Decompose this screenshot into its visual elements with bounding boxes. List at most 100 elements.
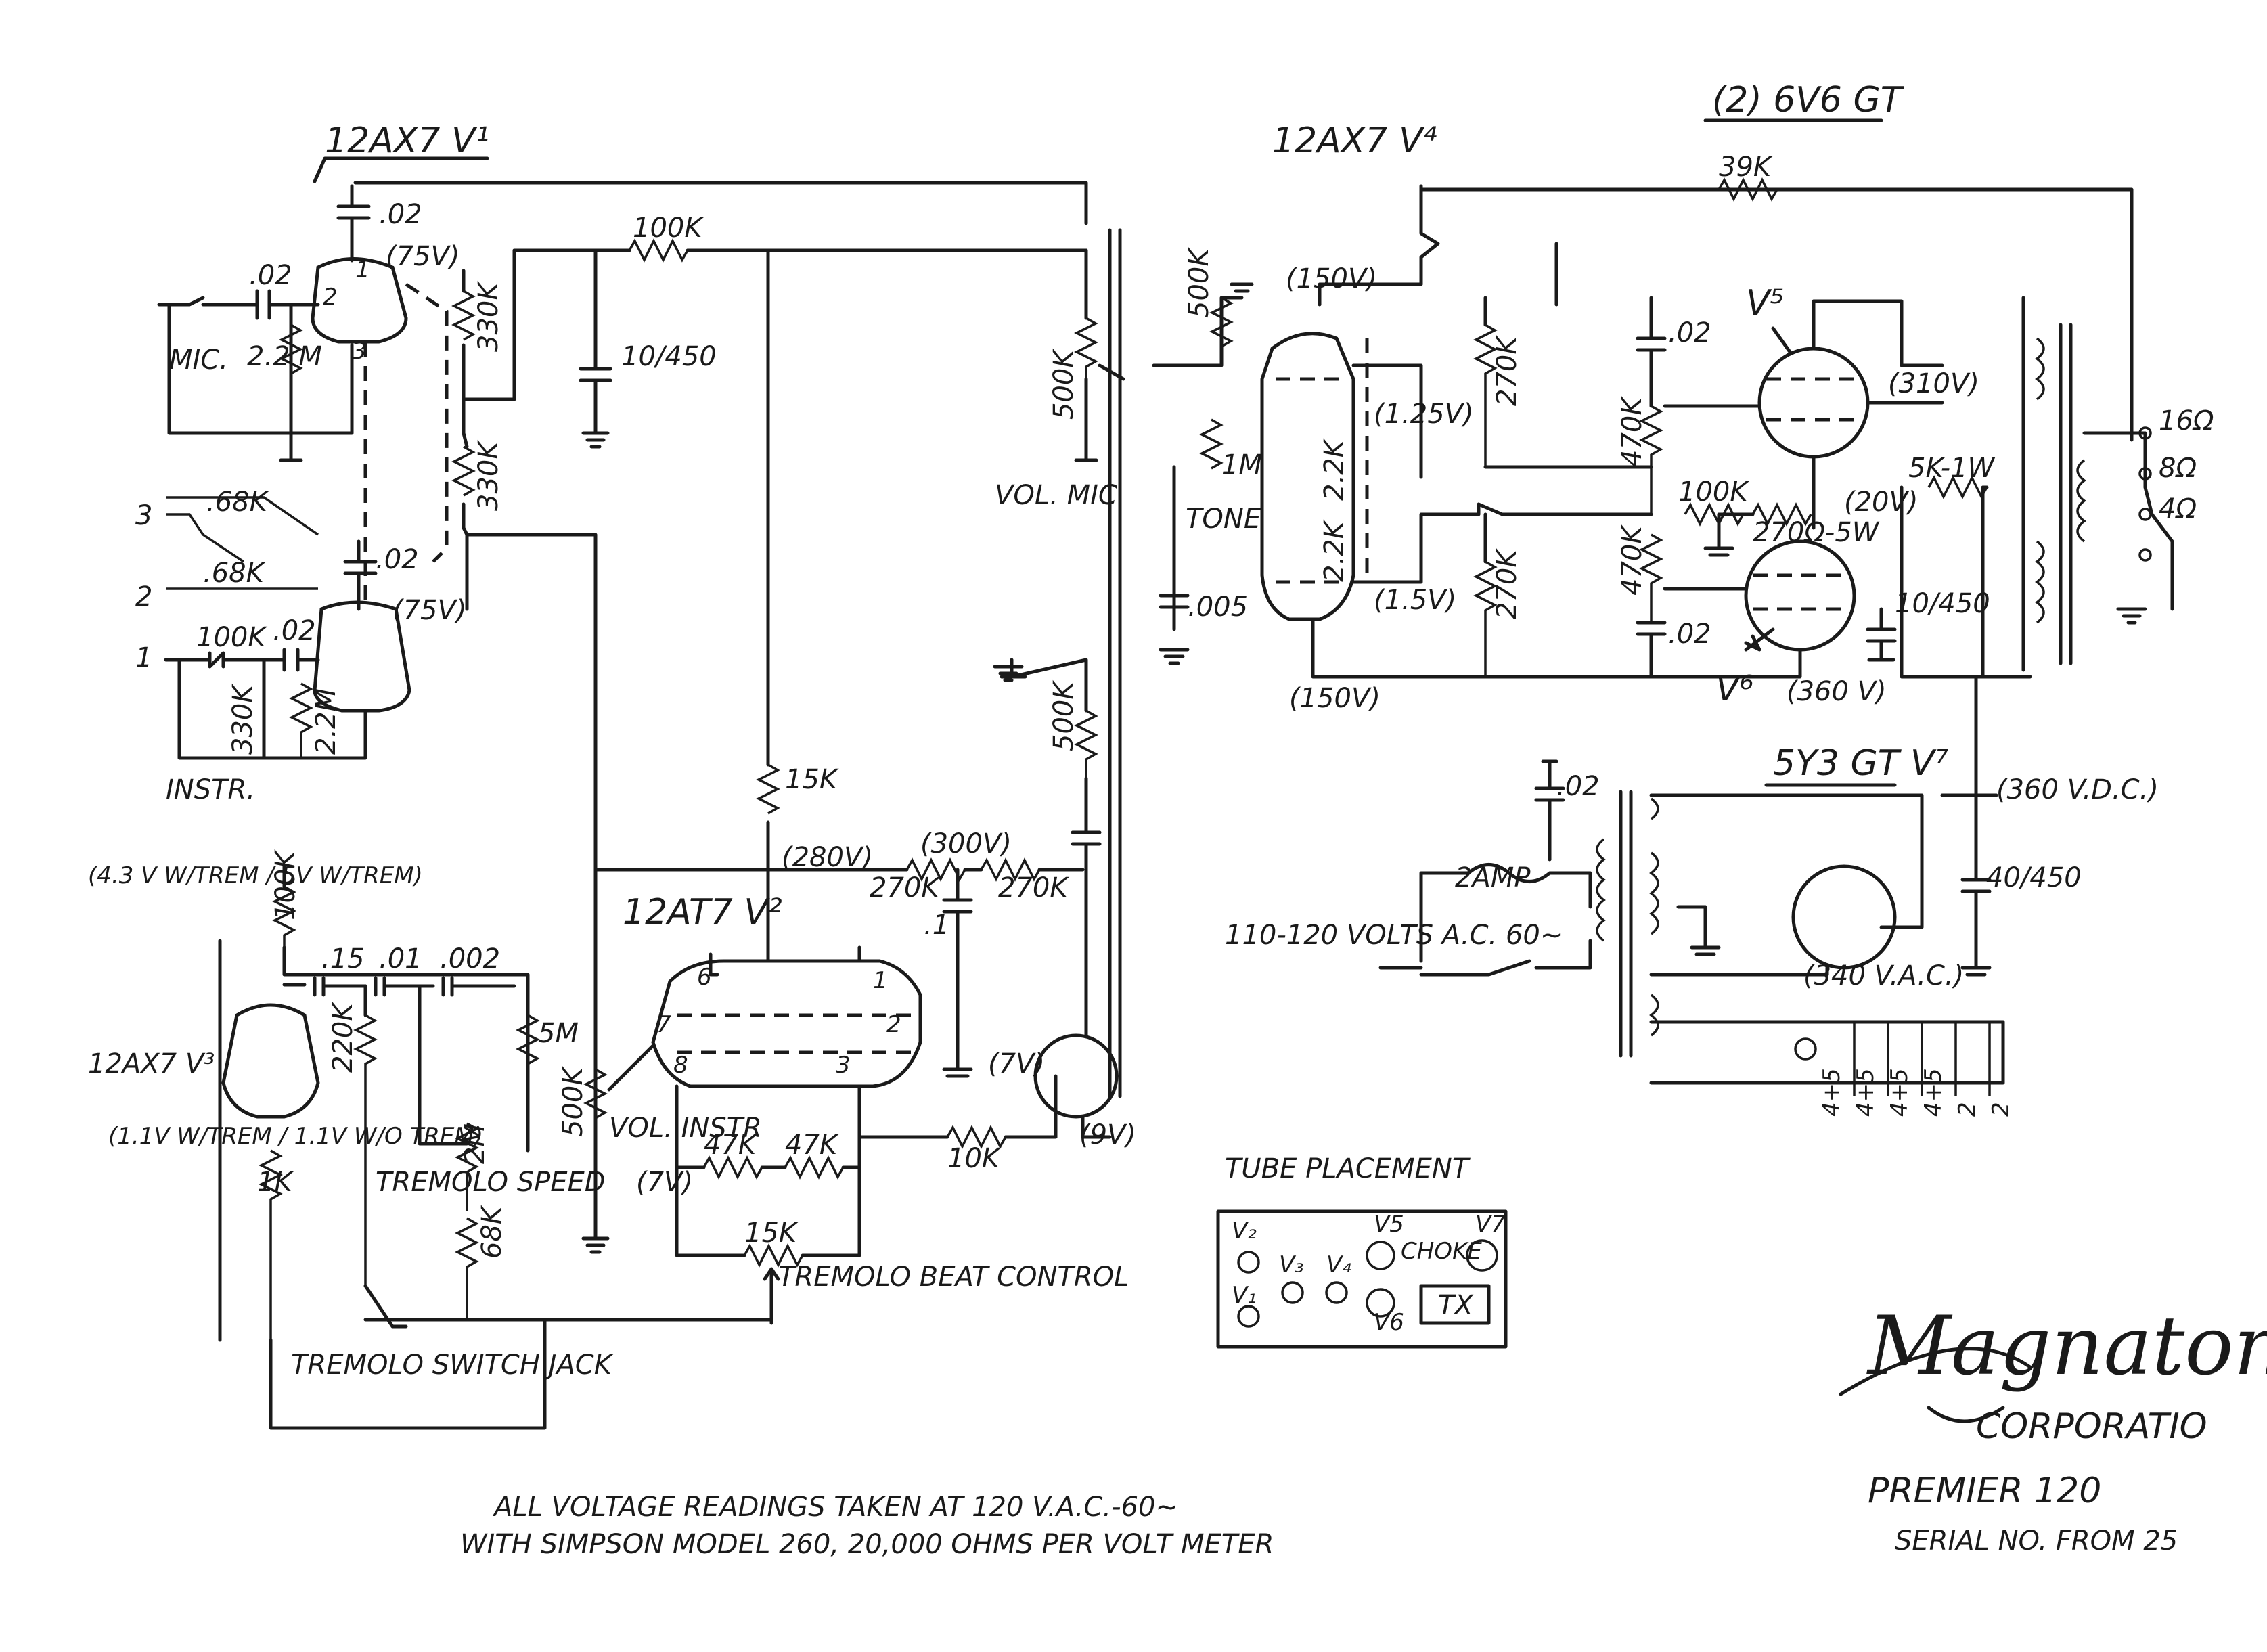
volt-20v: (20V) (1844, 487, 1918, 518)
cap-1: .1 (924, 910, 949, 941)
cap-02-pwr: .02 (1556, 771, 1600, 802)
trem-speed-label: TREMOLO SPEED (376, 1167, 606, 1198)
res-500k-tone-top: 500K (1184, 247, 1215, 318)
trem-jack-label: TREMOLO SWITCH JACK (291, 1349, 614, 1381)
pin-2b-label: 2 (886, 1011, 901, 1038)
heater-4: 4+5 (1920, 1068, 1947, 1117)
pot-500k-vol: 500K (1048, 349, 1079, 420)
trem-voltage-top: (4.3 V W/TREM / 5V W/TREM) (88, 862, 423, 889)
res-47k-a: 47K (704, 1130, 758, 1161)
volt-7v: (7V) (636, 1167, 693, 1198)
placement-v2: V₂ (1232, 1218, 1257, 1245)
power-xfmr-core (1619, 790, 1633, 1058)
volt-280v: (280V) (782, 842, 873, 873)
cap-10-450b: 10/450 (1895, 588, 1990, 619)
vol-mic-label: VOL. MIC (995, 480, 1117, 511)
tube-label-v5: V⁵ (1746, 283, 1784, 323)
spk-4-ohm: 4Ω (2159, 493, 2197, 524)
res-270k-b: 270K (998, 872, 1069, 903)
tone-label: TONE (1186, 504, 1261, 535)
signature-logo: Magnatone (1866, 1299, 2267, 1393)
cap-10-450: 10/450 (621, 341, 717, 372)
res-100k-trem: 100K (270, 849, 301, 920)
res-330k-a: 330K (473, 281, 504, 352)
cap-02-mic: .02 (249, 260, 292, 291)
tube-placement: TUBE PLACEMENT V₂ V₃ V₄ V₁ V5 CHOKE V7 V… (1216, 1153, 1508, 1349)
volt-75v-b: (75V) (392, 595, 466, 626)
pin-2-label: 2 (323, 284, 338, 311)
heater-3: 4+5 (1886, 1068, 1913, 1117)
volt-310v: (310V) (1888, 368, 1979, 399)
res-2-2m-b: 2.2M (311, 688, 342, 755)
volt-150v: (150V) (1286, 263, 1377, 294)
tube-v3-right-envelope (1033, 1033, 1119, 1119)
vol-mic-section: 500K VOL. MIC 500K (7V) (9V) (988, 228, 1136, 1151)
cap-02-top: .02 (379, 199, 422, 230)
tube-label-v5v6: (2) 6V6 GT (1712, 80, 1905, 120)
fuse-2amp: 2AMP (1455, 862, 1531, 893)
trem-voltage-bot: (1.1V W/TREM / 1.1V W/O TREM) (108, 1123, 483, 1150)
heater-1: 4+5 (1818, 1068, 1845, 1117)
res-330k-instr: 330K (227, 684, 259, 755)
tube-v3-envelope (221, 1003, 320, 1119)
pin-3b-label: 3 (836, 1052, 851, 1079)
cap-02-v4b: .02 (1668, 619, 1711, 650)
res-100k-instr: 100K (196, 622, 267, 653)
volt-340vac: (340 V.A.C.) (1803, 960, 1964, 991)
res-100k-bias: 100K (1678, 476, 1749, 508)
res-10k: 10K (947, 1143, 1002, 1174)
res-470k-a: 470K (1617, 396, 1648, 467)
tube-v7-envelope (1791, 864, 1897, 970)
tube-label-v7: 5Y3 GT V⁷ (1773, 743, 1949, 784)
res-330k-b: 330K (473, 440, 504, 511)
volt-1-5v: (1.5V) (1374, 585, 1456, 616)
heater-5: 2 (1954, 1102, 1981, 1117)
placement-box (1216, 1209, 1508, 1349)
instr-label: INSTR. (166, 774, 255, 805)
tube-v5-envelope (1757, 347, 1870, 459)
heater-2: 4+5 (1852, 1068, 1879, 1117)
note-line-2: WITH SIMPSON MODEL 260, 20,000 OHMS PER … (460, 1529, 1274, 1560)
v2-section: 15K (280V) 270K (300V) 270K .1 12AT7 V² … (558, 248, 1129, 1325)
pot-2m: 2M (459, 1123, 491, 1164)
power-supply: 5Y3 GT V⁷ (360 V.D.C.) 40/450 (340 V.A.C… (1225, 675, 2159, 1117)
res-470k-b: 470K (1617, 524, 1648, 596)
heater-6: 2 (1988, 1102, 2015, 1117)
beat-control-label: TREMOLO BEAT CONTROL (778, 1262, 1129, 1293)
pot-500k-b: 500K (1048, 680, 1079, 751)
v4-section: 12AX7 V⁴ 500K .005 1M TONE (150V) (150V)… (1152, 120, 1711, 714)
res-68k-a: .68K (206, 487, 269, 518)
tremolo-section: (4.3 V W/TREM / 5V W/TREM) 100K .15 .01 … (88, 849, 773, 1430)
cap-005: .005 (1188, 591, 1248, 623)
res-2-2k-b: 2.2K (1319, 519, 1350, 582)
res-15k-beat: 15K (744, 1218, 799, 1249)
pin-3-label: 3 (352, 338, 367, 365)
placement-v7: V7 (1475, 1211, 1506, 1238)
res-2-2k-a: 2.2K (1319, 438, 1350, 501)
volt-150v-b: (150V) (1289, 683, 1381, 714)
pot-500k-instr: 500K (558, 1066, 589, 1137)
volt-300v: (300V) (920, 828, 1012, 860)
mains-label: 110-120 VOLTS A.C. 60∼ (1225, 920, 1563, 951)
placement-title: TUBE PLACEMENT (1225, 1153, 1471, 1184)
volt-9v: (9V) (1079, 1119, 1136, 1151)
cap-40-450: 40/450 (1986, 862, 2082, 893)
corporation-label: CORPORATIO (1976, 1406, 2207, 1447)
cap-02-instr: .02 (273, 615, 316, 646)
vol-instr-label: VOL. INSTR (609, 1113, 762, 1144)
cap-02-mid: .02 (376, 544, 419, 575)
res-47k-b: 47K (785, 1130, 839, 1161)
tube-v6-envelope (1744, 539, 1856, 652)
res-220k: 220K (328, 1002, 359, 1073)
jack-2-label: 2 (135, 581, 152, 612)
pin-7-label: 7 (656, 1011, 671, 1038)
spk-16-ohm: 16Ω (2159, 405, 2214, 437)
tube-label-v6: V⁶ (1715, 669, 1753, 709)
res-2-2m: 2.2 M (247, 341, 322, 372)
spk-8-ohm: 8Ω (2159, 453, 2197, 484)
v1-section: 12AX7 V¹ .02 (75V) 2 1 3 .02 MIC. 2.2 M … (135, 120, 1088, 1220)
cap-01: .01 (379, 943, 422, 975)
volt-360v: (360 V) (1787, 676, 1887, 707)
res-15k: 15K (785, 764, 839, 795)
res-5m: 5M (538, 1018, 579, 1049)
